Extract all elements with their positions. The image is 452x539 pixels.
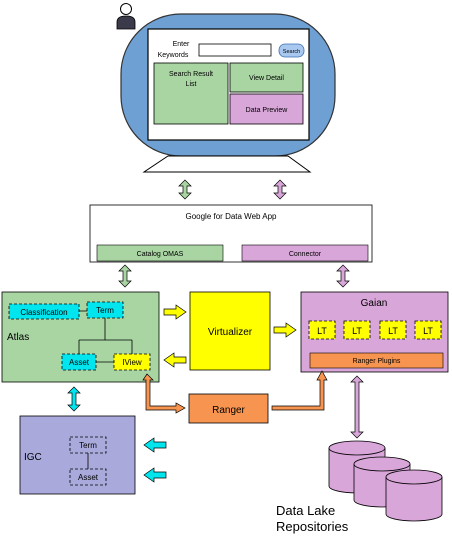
search-button-label: Search <box>283 49 300 55</box>
monitor-stand <box>142 155 312 173</box>
atlas-asset-label: Asset <box>69 358 90 367</box>
arrow-purple-monitor-webapp <box>273 179 287 200</box>
atlas-term-label: Term <box>96 306 114 315</box>
catalog-omas-box <box>96 244 224 262</box>
connector-box <box>241 244 369 262</box>
view-detail-label: View Detail <box>249 75 284 82</box>
iview-label: IView <box>122 358 142 367</box>
arrow-cyan-to-igc-1 <box>143 437 167 453</box>
web-app-title: Google for Data Web App <box>185 212 277 221</box>
virtualizer-box <box>189 291 271 371</box>
lt-node-4-label: LT <box>423 326 433 336</box>
lt-node-1-label: LT <box>317 326 327 336</box>
igc-label: IGC <box>24 452 42 463</box>
view-detail-panel[interactable] <box>229 62 304 93</box>
virtualizer-label: Virtualizer <box>208 327 253 338</box>
arrow-yellow-virtualizer-gaian <box>273 322 297 338</box>
arrow-orange-ranger-gaian <box>271 370 328 411</box>
search-result-list-panel[interactable] <box>153 62 229 125</box>
ranger-plugins-label: Ranger Plugins <box>353 358 401 365</box>
lt-nodes: LT LT LT LT <box>308 320 442 340</box>
arrow-orange-atlas-ranger <box>142 373 186 414</box>
gaian-label: Gaian <box>361 298 388 309</box>
ranger-box <box>188 393 269 424</box>
data-lake-repositories <box>328 440 443 522</box>
lt-node-3 <box>379 320 407 340</box>
ranger-label: Ranger <box>212 405 245 416</box>
catalog-omas-label: Catalog OMAS <box>137 251 184 258</box>
classification-box <box>8 303 80 320</box>
connector-label: Connector <box>289 251 322 258</box>
lt-node-2-label: LT <box>352 326 362 336</box>
enter-keywords-label-1: Enter <box>173 41 190 48</box>
arrow-cyan-atlas-igc <box>67 386 81 412</box>
data-preview-label: Data Preview <box>246 107 289 114</box>
igc-asset-box <box>69 468 107 486</box>
arrow-green-monitor-webapp <box>178 179 192 200</box>
data-lake-label-2: Repositories <box>276 519 349 534</box>
lt-node-4 <box>414 320 442 340</box>
user-icon <box>116 3 136 30</box>
lt-node-3-label: LT <box>388 326 398 336</box>
arrow-purple-webapp-gaian <box>336 264 350 288</box>
keyword-input[interactable] <box>198 43 272 57</box>
search-button[interactable] <box>278 43 305 58</box>
enter-keywords-label-2: Keywords <box>158 52 189 59</box>
data-lake-label-1: Data Lake <box>276 503 335 518</box>
igc-asset-label: Asset <box>78 473 99 482</box>
search-result-label-1: Search Result <box>169 71 213 78</box>
atlas-label: Atlas <box>7 332 29 343</box>
database-cylinder-3 <box>385 469 443 522</box>
lt-node-2 <box>343 320 371 340</box>
data-preview-panel[interactable] <box>229 93 304 125</box>
arrow-purple-gaian-datalake <box>350 375 364 439</box>
ranger-plugins-box <box>309 352 444 369</box>
lt-node-1 <box>308 320 336 340</box>
search-result-label-2: List <box>186 81 197 88</box>
arrow-cyan-to-igc-2 <box>143 467 167 483</box>
arrow-yellow-virtualizer-atlas <box>163 352 187 368</box>
arrow-yellow-atlas-virtualizer <box>163 304 187 320</box>
arrow-green-webapp-atlas <box>118 264 132 288</box>
classification-label: Classification <box>20 308 67 317</box>
igc-term-label: Term <box>79 441 97 450</box>
